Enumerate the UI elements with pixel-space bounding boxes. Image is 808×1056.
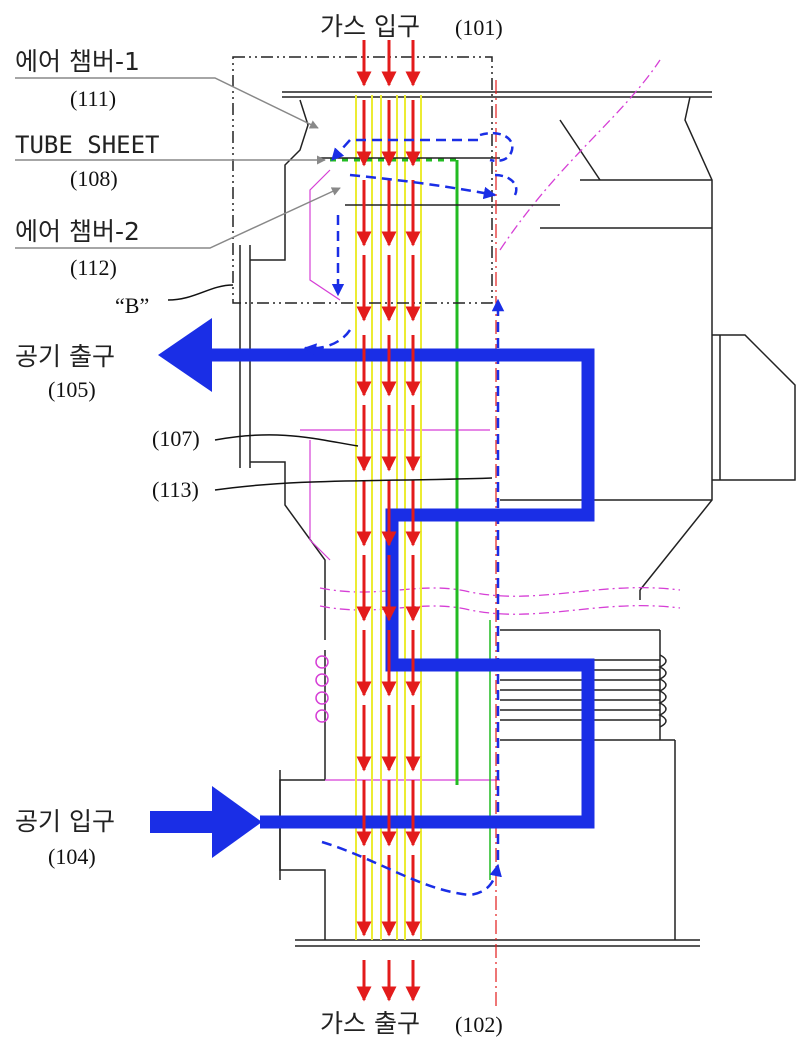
svg-text:가스 입구: 가스 입구 [320,12,420,41]
break-lines [320,60,680,614]
tube-sheet-label: TUBE SHEET [15,131,160,159]
bellows-right [660,655,666,727]
ref-leaders [168,285,492,490]
air-chamber-2-num: (112) [70,255,117,280]
air-chamber-2-label: 에어 챔버-2 [15,217,140,246]
recirc-curl [480,133,516,195]
air-flow-path [200,355,588,822]
detail-b-label: “B” [115,293,149,318]
tube-sheet-num: (108) [70,166,118,191]
air-outlet-label: 공기 출구 [15,342,115,371]
air-inlet-shaft [150,811,220,833]
gas-inlet-label: 가스 입구 (101) [320,12,503,41]
ref-113-label: (113) [152,477,199,502]
svg-text:(102): (102) [455,1012,503,1037]
air-chamber-1-num: (111) [70,86,116,111]
air-outlet-arrow [158,318,212,392]
gas-outlet-label: 가스 출구 (102) [320,1009,503,1038]
air-inlet-num: (104) [48,844,96,869]
svg-text:가스 출구: 가스 출구 [320,1009,420,1038]
inner-magenta-lines [300,170,500,780]
air-inlet-label: 공기 입구 [15,807,115,836]
svg-text:(101): (101) [455,15,503,40]
air-chamber-1-label: 에어 챔버-1 [15,47,140,76]
bellows-left [316,656,328,722]
air-outlet-num: (105) [48,377,96,402]
ref-107-label: (107) [152,426,200,451]
